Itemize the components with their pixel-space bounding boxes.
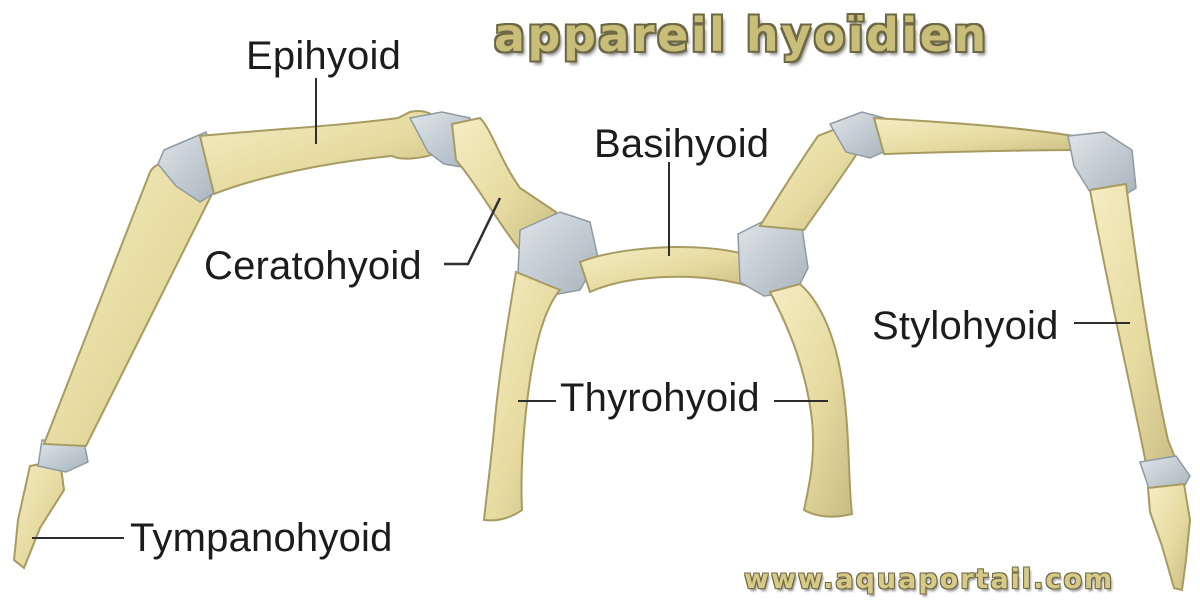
epihyoid-label: Epihyoid <box>246 34 402 78</box>
ceratohyoid-leader-line <box>444 197 502 266</box>
stylohyoid-bone <box>1088 182 1182 476</box>
left-thyrohyoid-bone <box>482 270 562 522</box>
stylohyoid-leader-line <box>1074 322 1130 324</box>
thyrohyoid-left-leader-line <box>518 400 556 402</box>
tympanohyoid-leader-line <box>32 537 124 539</box>
ceratohyoid-label: Ceratohyoid <box>204 244 422 288</box>
tympanohyoid-label: Tympanohyoid <box>130 516 393 560</box>
epihyoid-leader-line <box>315 78 317 144</box>
basihyoid-bone <box>578 246 750 294</box>
stylohyoid-label: Stylohyoid <box>872 304 1059 348</box>
epihyoid-bone <box>198 110 446 196</box>
thyrohyoid-label: Thyrohyoid <box>560 376 760 420</box>
thyrohyoid-right-leader-line <box>774 400 828 402</box>
right-tympanohyoid-bone <box>1146 482 1192 592</box>
basihyoid-label: Basihyoid <box>594 122 770 166</box>
site-watermark: www.aquaportail.com <box>744 564 1115 595</box>
right-epihyoid-bone <box>872 116 1086 156</box>
basihyoid-leader-line <box>668 162 670 256</box>
diagram-title: appareil hyoïdien <box>494 8 989 62</box>
left-long-shaft <box>42 160 216 448</box>
left-tympanohyoid-bone <box>12 458 66 570</box>
